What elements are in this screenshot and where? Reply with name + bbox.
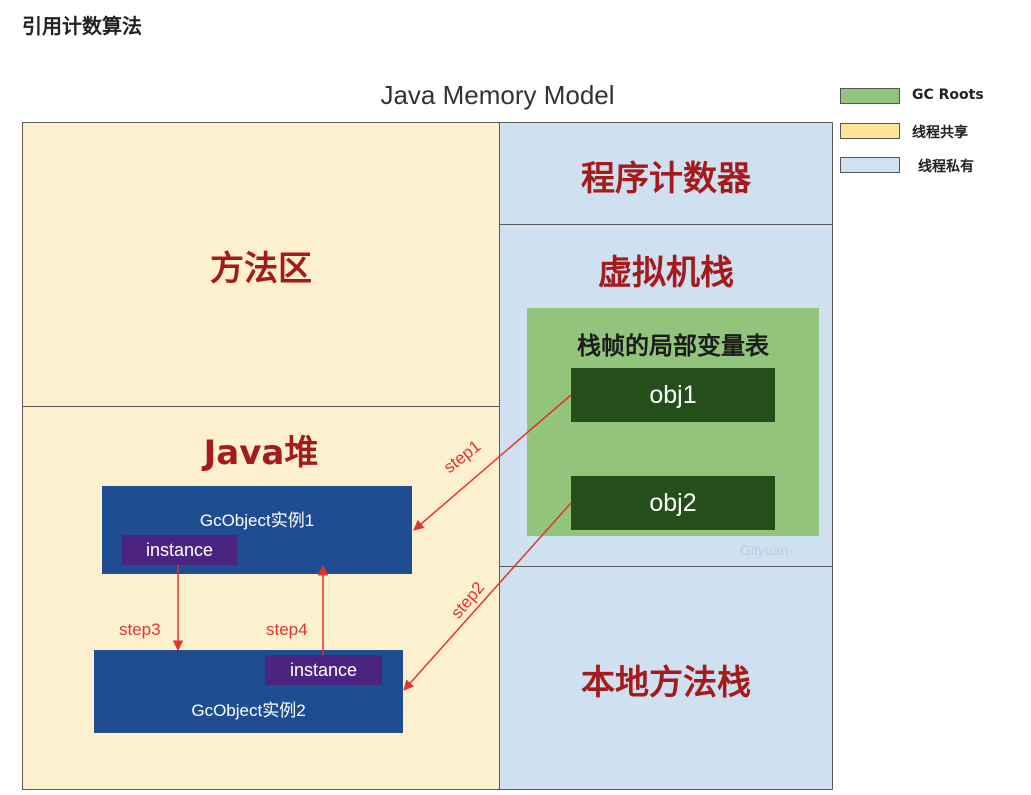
legend-thread-shared-label: 线程共享 [912, 125, 968, 141]
watermark: Gityuan [740, 542, 789, 558]
legend-thread-private-swatch [840, 157, 900, 173]
method-area: 方法区 [22, 122, 500, 408]
legend-gc-roots-label: GC Roots [912, 87, 984, 103]
step4-label: step4 [266, 620, 308, 639]
method-area-label: 方法区 [210, 249, 312, 289]
obj2-reference: obj2 [571, 476, 775, 530]
stack-frame-label: 栈帧的局部变量表 [577, 332, 769, 360]
legend-thread-shared-swatch [840, 123, 900, 139]
diagram-title: Java Memory Model [380, 80, 615, 110]
legend-gc-roots-swatch [840, 88, 900, 104]
gc-object-1-instance-field: instance [122, 535, 237, 565]
obj1-reference: obj1 [571, 368, 775, 422]
gc-object-1-label: GcObject实例1 [199, 511, 315, 530]
gc-object-2-instance-field: instance [265, 655, 382, 685]
java-heap-label: Java堆 [203, 433, 319, 473]
step1-arrow [413, 394, 572, 531]
native-method-stack-label: 本地方法栈 [581, 663, 751, 703]
gc-object-2-label: GcObject实例2 [191, 701, 306, 720]
native-method-stack: 本地方法栈 [499, 566, 833, 790]
legend-thread-private-label: 线程私有 [918, 159, 974, 175]
step3-label: step3 [119, 620, 161, 639]
page-title: 引用计数算法 [22, 14, 142, 38]
vm-stack-label: 虚拟机栈 [598, 253, 734, 293]
step2-arrow [403, 502, 572, 691]
program-counter-label: 程序计数器 [581, 159, 751, 199]
